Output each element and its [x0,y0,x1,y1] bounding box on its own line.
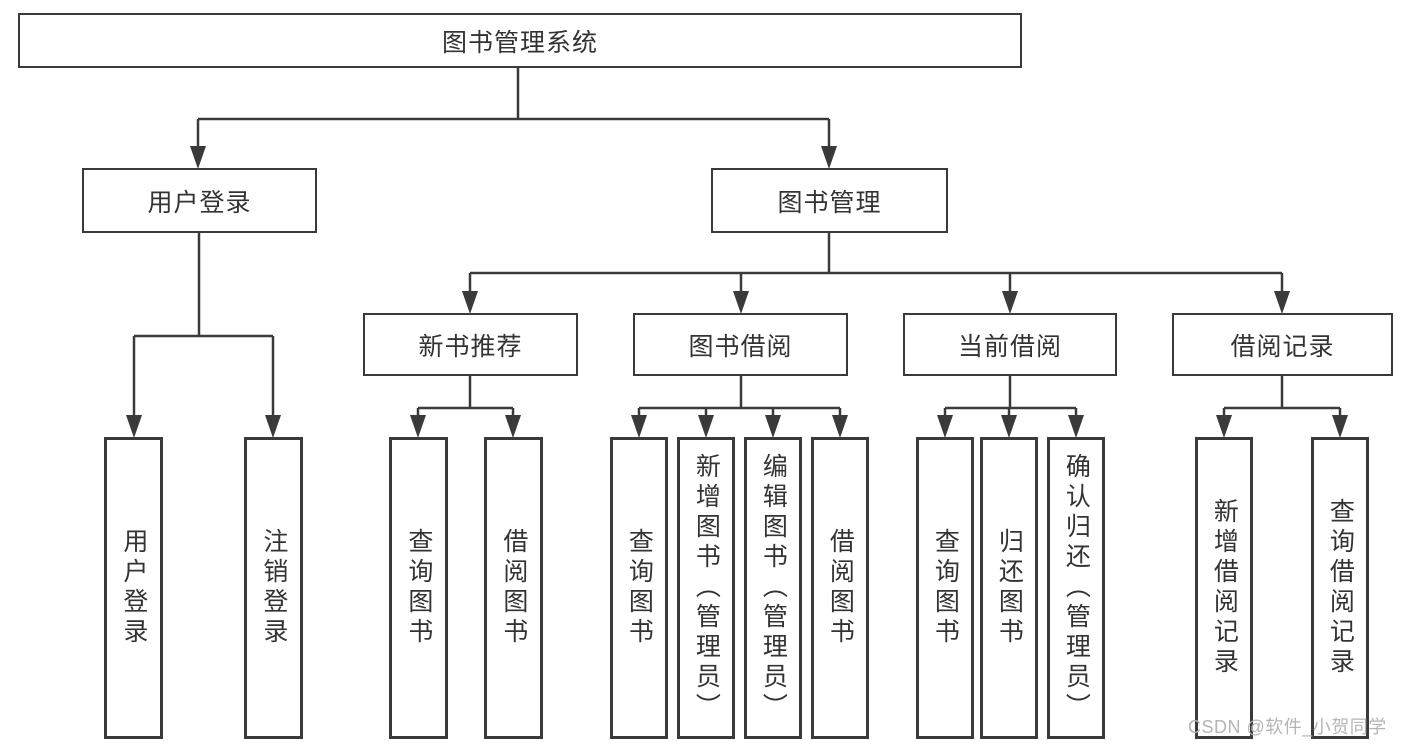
arrow-down-icon [1001,415,1017,438]
arrow-down-icon [410,415,426,438]
node-book-management: 图书管理 [711,168,948,233]
arrow-down-icon [1068,415,1084,438]
leaf-add-book-admin: 新增图书（管理员） [677,437,735,739]
node-current-borrow: 当前借阅 [903,313,1117,376]
arrow-down-icon [1002,291,1018,314]
leaf-query-book: 查询图书 [389,437,448,739]
leaf-add-borrow-record: 新增借阅记录 [1195,437,1253,739]
connector-root-to-level2 [190,66,837,169]
leaf-user-login: 用户登录 [104,437,163,739]
arrow-down-icon [765,415,781,438]
leaf-query-book-borrow-group: 查询图书 [610,437,668,739]
arrow-down-icon [698,415,714,438]
leaf-query-borrow-record: 查询借阅记录 [1311,437,1369,739]
arrow-down-icon [1274,291,1290,314]
arrow-down-icon [190,146,206,169]
connector-user-login-to-leaves [126,232,281,438]
node-user-login: 用户登录 [82,168,317,233]
leaf-confirm-return-admin: 确认归还（管理员） [1047,437,1105,739]
leaf-edit-book-admin: 编辑图书（管理员） [744,437,802,739]
connector-book-mgmt-to-level3 [462,232,1290,314]
arrow-down-icon [462,291,478,314]
arrow-down-icon [733,291,749,314]
connector-records-to-leaves [1216,376,1348,438]
leaf-borrow-book: 借阅图书 [484,437,543,739]
leaf-return-book: 归还图书 [980,437,1038,739]
node-borrow-records: 借阅记录 [1172,313,1393,376]
connector-borrow-to-leaves [631,376,848,438]
arrow-down-icon [126,415,142,438]
arrow-down-icon [937,415,953,438]
leaf-logout: 注销登录 [244,437,303,739]
arrow-down-icon [631,415,647,438]
arrow-down-icon [821,146,837,169]
leaf-query-book-current-group: 查询图书 [916,437,974,739]
connector-new-rec-to-leaves [410,376,521,438]
arrow-down-icon [265,415,281,438]
arrow-down-icon [505,415,521,438]
arrow-down-icon [1216,415,1232,438]
arrow-down-icon [832,415,848,438]
node-new-book-recommend: 新书推荐 [363,313,578,376]
arrow-down-icon [1332,415,1348,438]
watermark: CSDN @软件_小贺同学 [1188,717,1387,737]
connector-current-to-leaves [937,376,1084,438]
node-book-borrow: 图书借阅 [633,313,848,376]
node-library-management-system: 图书管理系统 [18,13,1022,68]
leaf-borrow-book-borrow-group: 借阅图书 [811,437,869,739]
